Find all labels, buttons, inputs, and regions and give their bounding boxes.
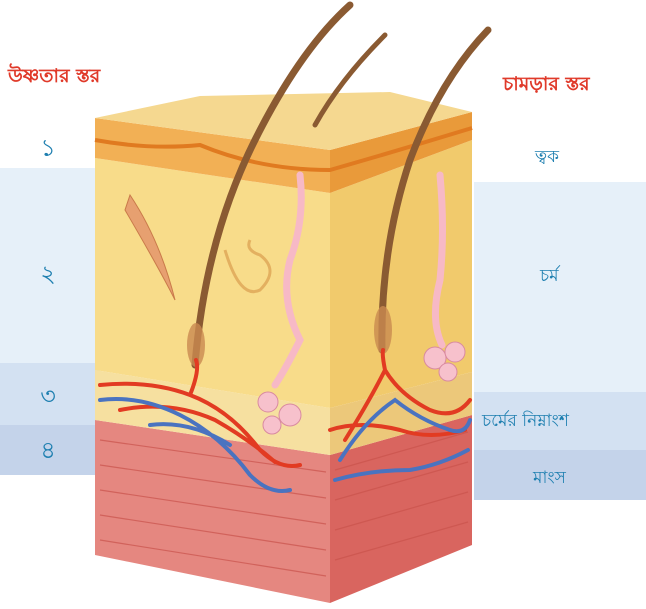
sweat-gland-right-b (445, 342, 465, 362)
sweat-gland-right-c (439, 363, 457, 381)
layer-number-4: ৪ (28, 432, 68, 472)
sweat-gland-left-b (279, 404, 301, 426)
layer-name-subcutis: চর্মের নিম্নাংশ (482, 408, 569, 436)
hair-follicle-right (374, 306, 392, 354)
sweat-gland-left-c (263, 416, 281, 434)
sweat-gland-left-a (258, 392, 278, 412)
heat-layers-title: উষ্ণতার স্তর (8, 62, 100, 94)
layer-number-2: ২ (28, 256, 68, 296)
layer-number-3: ৩ (28, 378, 68, 418)
skin-layers-title: চামড়ার স্তর (503, 70, 590, 102)
layer-name-muscle: মাংস (533, 465, 566, 493)
layer-name-dermis: চর্ম (540, 263, 559, 291)
layer-name-epidermis: ত্বক (535, 144, 559, 172)
layer-number-1: ১ (28, 130, 68, 170)
